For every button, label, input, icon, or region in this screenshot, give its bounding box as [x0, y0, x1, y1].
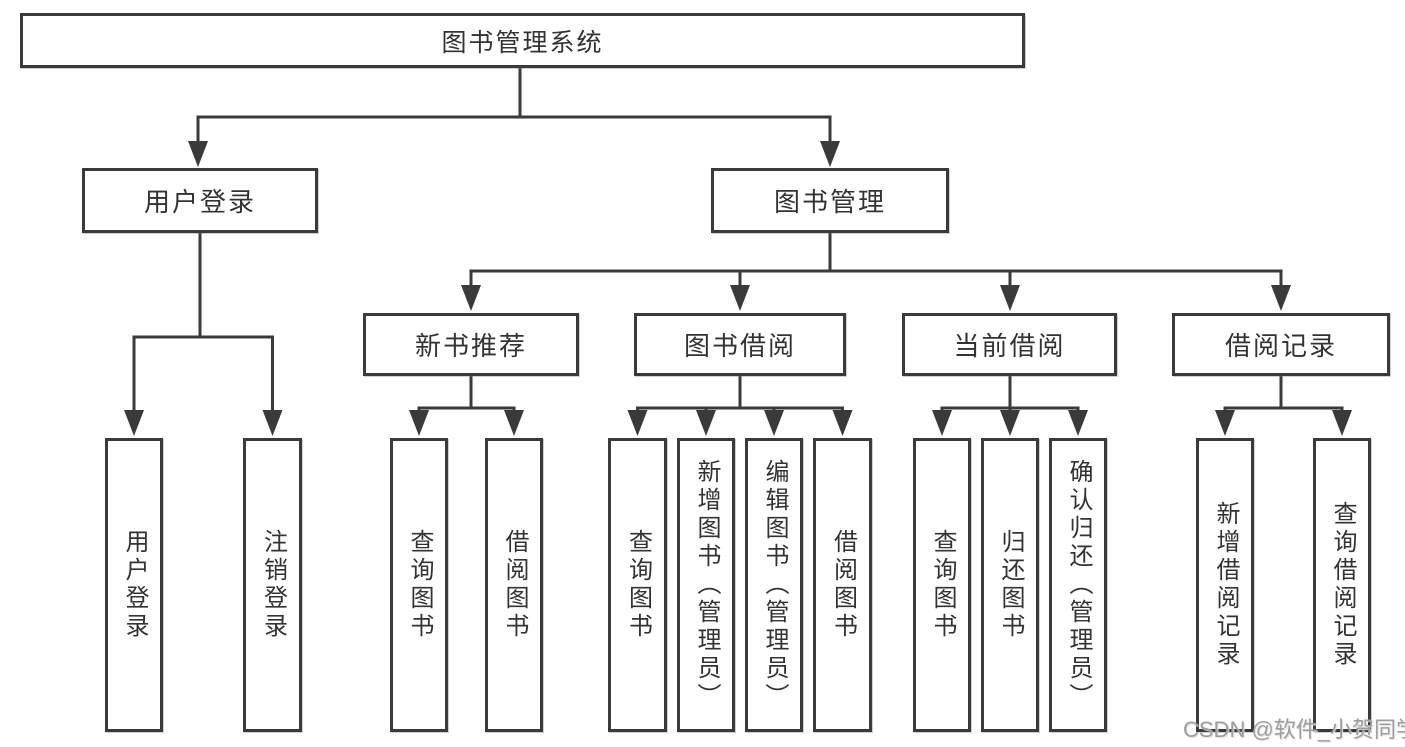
node-label: 新书推荐 — [414, 331, 527, 361]
node-label: 当前借阅 — [953, 331, 1066, 361]
leaf-query-books-current: 查询图书 — [913, 438, 971, 732]
node-new-book-recommend: 新书推荐 — [363, 313, 579, 376]
node-label: 借阅记录 — [1224, 331, 1337, 361]
node-label: 图书管理系统 — [441, 28, 604, 57]
node-label: 注销登录 — [259, 529, 287, 641]
leaf-query-books-recommend: 查询图书 — [390, 438, 448, 732]
node-label: 查询图书 — [406, 529, 433, 641]
leaf-add-books-admin: 新增图书（管理员） — [677, 438, 735, 732]
node-label: 图书管理 — [773, 187, 886, 217]
node-label: 新增借阅记录 — [1212, 501, 1239, 669]
node-user-login: 用户登录 — [82, 168, 318, 233]
node-current-borrowing: 当前借阅 — [902, 313, 1117, 376]
node-label: 查询图书 — [624, 529, 652, 641]
node-label: 借阅图书 — [501, 529, 528, 641]
leaf-return-books: 归还图书 — [981, 438, 1039, 732]
node-label: 用户登录 — [143, 187, 256, 217]
leaf-confirm-return-admin: 确认归还（管理员） — [1049, 438, 1107, 732]
node-label: 查询借阅记录 — [1329, 501, 1356, 669]
node-label: 用户登录 — [121, 529, 148, 641]
leaf-logout: 注销登录 — [243, 438, 302, 732]
leaf-user-login: 用户登录 — [105, 438, 163, 732]
leaf-query-books-borrowing: 查询图书 — [608, 438, 667, 732]
node-library-management-system: 图书管理系统 — [20, 13, 1025, 68]
leaf-borrow-books-recommend: 借阅图书 — [485, 438, 543, 732]
node-book-borrowing: 图书借阅 — [634, 313, 846, 376]
csdn-watermark: CSDN @软件_小贺同学 — [1183, 717, 1405, 742]
node-label: 新增图书（管理员） — [693, 459, 720, 711]
node-label: 归还图书 — [997, 529, 1024, 641]
node-label: 查询图书 — [929, 529, 956, 641]
node-label: 确认归还（管理员） — [1065, 459, 1092, 711]
node-label: 借阅图书 — [829, 529, 857, 641]
leaf-query-borrow-record: 查询借阅记录 — [1313, 438, 1371, 732]
arrowheads — [124, 141, 1352, 436]
leaf-add-borrow-record: 新增借阅记录 — [1196, 438, 1254, 732]
leaf-edit-books-admin: 编辑图书（管理员） — [745, 438, 803, 732]
leaf-borrow-books: 借阅图书 — [813, 438, 872, 732]
node-label: 编辑图书（管理员） — [761, 459, 788, 711]
node-book-management: 图书管理 — [711, 168, 949, 233]
node-borrowing-records: 借阅记录 — [1172, 313, 1390, 376]
node-label: 图书借阅 — [683, 331, 796, 361]
